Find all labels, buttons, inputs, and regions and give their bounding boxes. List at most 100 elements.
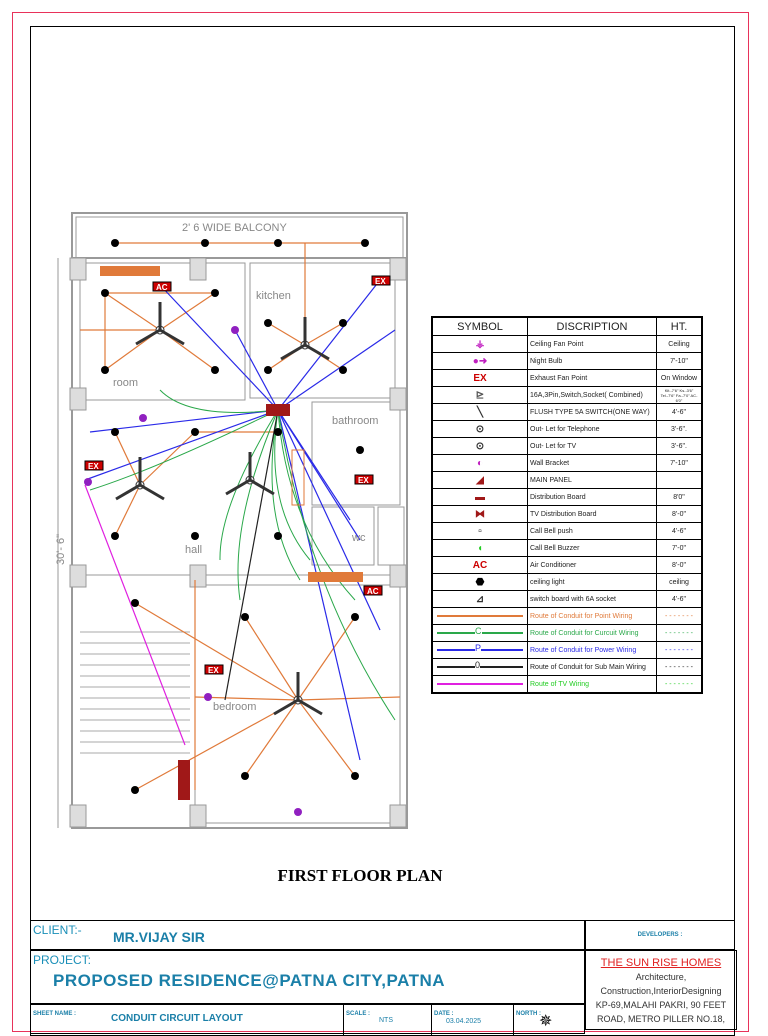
svg-text:AC: AC (156, 283, 168, 292)
split-ac-unit (100, 266, 160, 276)
ceiling-light-icon (131, 786, 139, 794)
bathroom-label: bathroom (332, 415, 378, 427)
ceiling-light-icon (361, 239, 369, 247)
call-bell-push-icon: ▫ (478, 525, 482, 537)
point-wiring (134, 602, 299, 701)
exhaust-fan-icon: EX (354, 474, 374, 485)
client-label: CLIENT:- (33, 923, 82, 937)
power-wiring (234, 329, 279, 411)
legend-description: Wall Bracket (527, 454, 657, 472)
power-wiring (277, 409, 351, 521)
tv-distribution-board-icon: ⧓ (475, 508, 485, 520)
wall-bracket-icon (139, 414, 147, 422)
room-label: room (113, 377, 138, 389)
developer-line: KP-69,MALAHI PAKRI, 90 FEET (595, 1000, 727, 1010)
ceiling-light-icon (201, 239, 209, 247)
legend-description: Night Bulb (527, 352, 657, 370)
legend-description: 16A,3Pin,Switch,Socket( Combined) (527, 386, 657, 404)
wiring-height: - - - - - - - (656, 624, 703, 642)
point-wiring (139, 431, 196, 486)
air-conditioner-icon: AC (472, 559, 488, 571)
column (69, 564, 87, 588)
legend-height: 7'-0" (656, 539, 703, 557)
power-wiring (277, 329, 396, 411)
ceiling-light-icon (241, 613, 249, 621)
ceiling-light-icon (131, 599, 139, 607)
legend-description: Out- Let for TV (527, 437, 657, 455)
svg-text:AC: AC (367, 587, 379, 596)
legend-height: 4'-6" (656, 403, 703, 421)
ceiling-light-icon (111, 532, 119, 540)
point-wiring (297, 616, 356, 701)
circuit-wiring (271, 409, 301, 581)
wiring-description: Route of Conduit for Curcuit Wiring (527, 624, 657, 642)
point-wiring (134, 699, 299, 791)
switch-icon: ╲ (476, 406, 484, 418)
legend-description: Exhaust Fan Point (527, 369, 657, 387)
wire-line-sample (437, 683, 523, 685)
wall-bracket-icon: ◐ (476, 457, 484, 469)
ceiling-light-icon (101, 366, 109, 374)
ceiling-light-icon (191, 532, 199, 540)
telephone-outlet-icon: ⊙ (475, 423, 485, 435)
legend-height: Ceiling (656, 335, 703, 353)
point-wiring (114, 484, 141, 537)
ceiling-light-icon (264, 366, 272, 374)
wire-mark: 0 (475, 660, 481, 670)
wc-wall (311, 506, 375, 566)
column (69, 257, 87, 281)
legend-description: Air Conditioner (527, 556, 657, 574)
ceiling-light-icon (101, 289, 109, 297)
ceiling-light-icon (211, 366, 219, 374)
legend-description: Ceiling Fan Point (527, 335, 657, 353)
project-name: PROPOSED RESIDENCE@PATNA CITY,PATNA (53, 971, 446, 990)
circuit-wiring (237, 409, 279, 601)
ceiling-fan-icon: ⚶ (475, 338, 485, 350)
legend-height: 7'-10" (656, 352, 703, 370)
legend-height: 4'-6" (656, 590, 703, 608)
sub-main-wiring (224, 409, 279, 701)
ceiling-fan-icon (273, 672, 323, 716)
socket-icon: ⊵ (475, 389, 485, 401)
circuit-wiring (159, 389, 279, 413)
balcony-label: 2' 6 WIDE BALCONY (182, 222, 287, 234)
ceiling-light-icon (191, 428, 199, 436)
ceiling-light-icon (351, 613, 359, 621)
legend-height: 8'-0" (656, 556, 703, 574)
legend-height: 4'-6" (656, 522, 703, 540)
bathroom-wall (311, 401, 401, 506)
legend-row: ◢MAIN PANEL (431, 471, 703, 489)
legend-description: MAIN PANEL (527, 471, 657, 489)
column (389, 564, 407, 588)
date-label: DATE : (434, 1011, 454, 1017)
wire-line-sample (437, 615, 523, 617)
column (389, 257, 407, 281)
power-wiring (89, 409, 279, 433)
point-wiring (244, 699, 299, 777)
wiring-height: - - - - - - - (656, 607, 703, 625)
point-wiring (114, 431, 141, 486)
developers-label: DEVELOPERS : (637, 932, 683, 938)
outer-wall (71, 257, 408, 829)
legend-description: Call Bell Buzzer (527, 539, 657, 557)
legend-description: TV Distribution Board (527, 505, 657, 523)
distribution-board-icon (266, 404, 290, 416)
bedroom-label: bedroom (213, 701, 256, 713)
ceiling-light-icon (339, 366, 347, 374)
legend-row: ⊵16A,3Pin,Switch,Socket( Combined)Kit.-7… (431, 386, 703, 404)
circuit-wiring (89, 409, 279, 491)
exhaust-fan-icon: EX (204, 664, 224, 675)
circuit-wiring (219, 409, 279, 561)
sheet-label: SHEET NAME : (33, 1011, 77, 1017)
sheet-row: SHEET NAME : CONDUIT CIRCUIT LAYOUT SCAL… (30, 1004, 585, 1035)
point-wiring (104, 292, 161, 331)
legend-description: FLUSH TYPE 5A SWITCH(ONE WAY) (527, 403, 657, 421)
